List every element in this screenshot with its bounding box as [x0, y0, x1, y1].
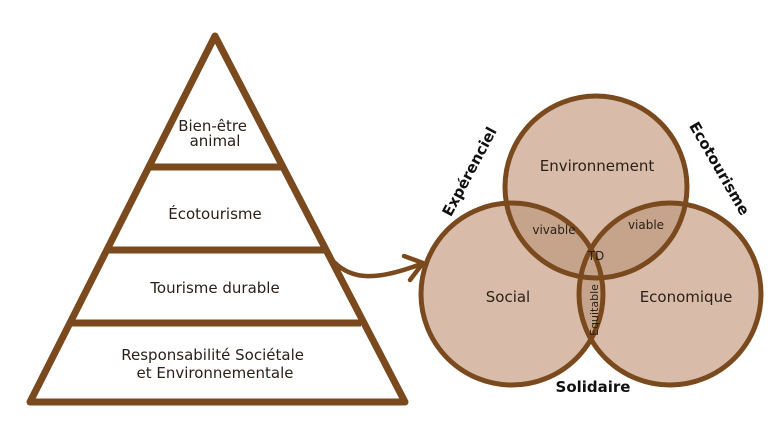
curved-arrow-right-icon	[331, 253, 426, 283]
pyramid	[26, 32, 409, 406]
circle-social-outline	[418, 200, 606, 388]
overlap-top-left-label: vivable	[532, 223, 575, 237]
pyramid-level-4-label: Responsabilité Sociétale et Environnemen…	[121, 346, 309, 382]
overlap-top-right-label: viable	[628, 218, 664, 232]
circle-top-label: Environnement	[540, 157, 655, 175]
overlap-top-right	[579, 203, 687, 278]
circle-economique-outline	[576, 200, 764, 388]
venn-diagram	[418, 93, 764, 388]
overlap-top-left	[505, 203, 603, 278]
pyramid-outline	[26, 32, 409, 406]
overlap-left-right-label: Equitable	[588, 284, 601, 336]
side-label-right: Ecotourisme	[685, 119, 753, 219]
pyramid-level-3-label: Tourisme durable	[149, 279, 279, 297]
circle-left-label: Social	[486, 288, 530, 306]
side-label-bottom: Solidaire	[556, 378, 631, 396]
circle-right-label: Economique	[640, 288, 733, 306]
circle-environnement-outline	[502, 93, 690, 281]
pyramid-level-1-label: Bien-être animal	[178, 117, 252, 150]
pyramid-level-2-label: Écotourisme	[168, 204, 261, 223]
overlap-center-label: TD	[587, 249, 605, 263]
